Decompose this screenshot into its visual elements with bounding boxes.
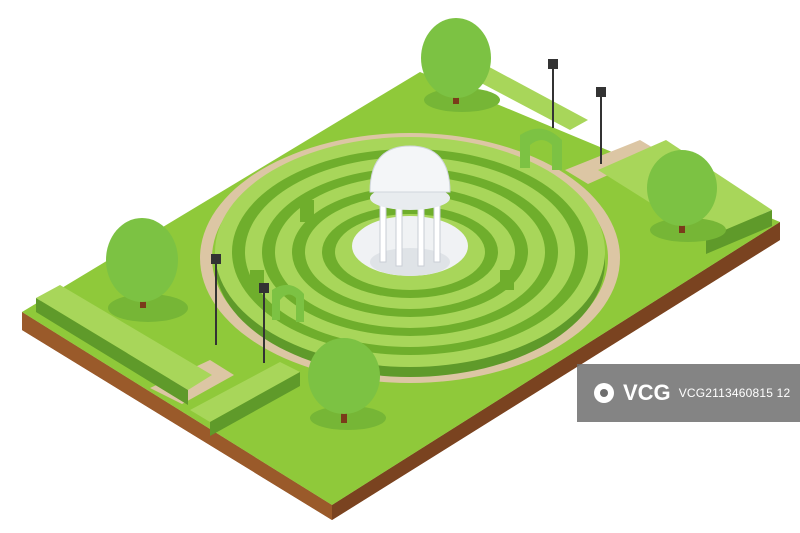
vcg-logo-icon	[594, 383, 614, 403]
tree-bottom	[308, 338, 386, 430]
hedge-borders	[36, 62, 772, 500]
hedge-arch-left	[272, 284, 304, 322]
rotunda	[369, 145, 451, 276]
watermark-brand: VCG	[623, 380, 671, 405]
street-lamps	[211, 59, 606, 363]
vcg-logo: VCG	[591, 380, 671, 406]
tree-left	[106, 218, 188, 322]
tree-top	[421, 18, 500, 112]
watermark-id: VCG2113460815 12	[678, 386, 791, 400]
watermark: VCG VCG2113460815 12	[577, 364, 800, 422]
tree-right	[647, 150, 726, 242]
ground-base	[22, 222, 780, 520]
hedge-arch-top	[520, 128, 562, 170]
